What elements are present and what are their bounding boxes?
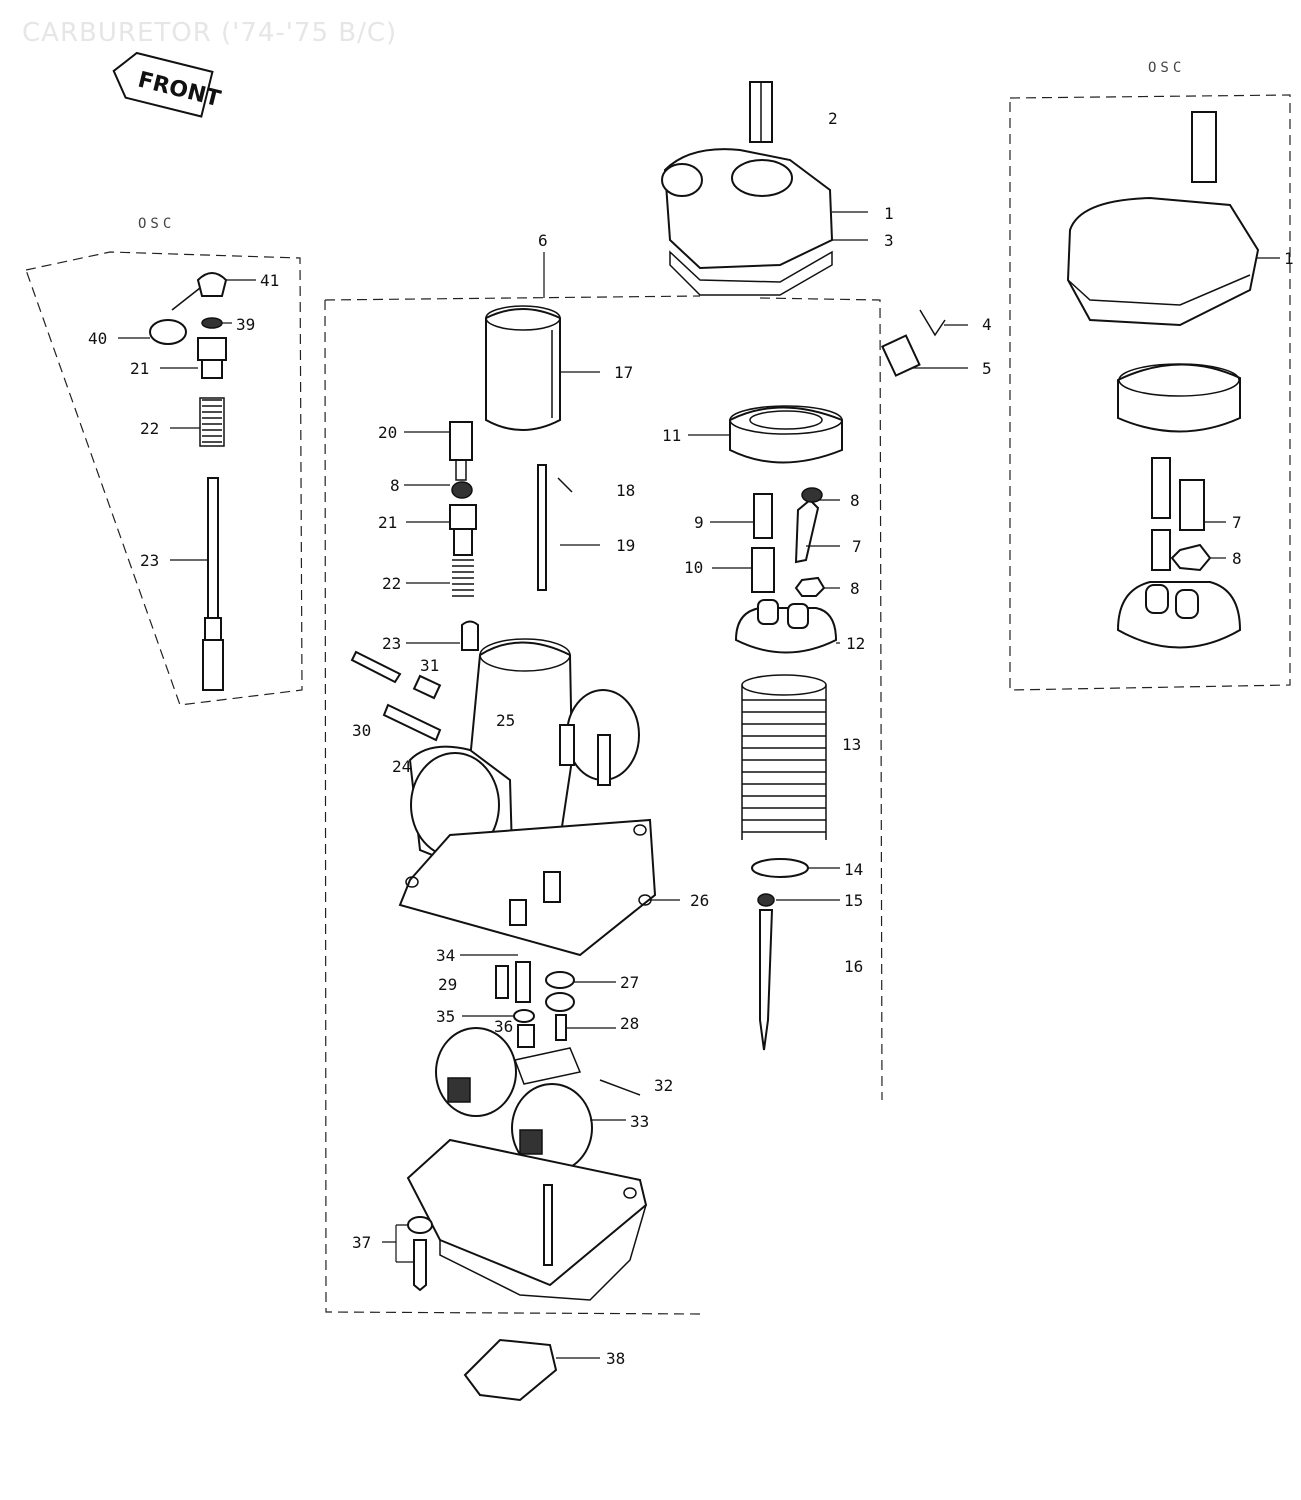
- drain-washer: [407, 1216, 433, 1234]
- right-osc-label: OSC: [1148, 60, 1185, 76]
- right-osc-inset: OSC: [1009, 60, 1291, 691]
- carburetor-body: [398, 638, 657, 957]
- callout-20: 20: [378, 423, 397, 442]
- callout-18: 18: [616, 481, 635, 500]
- clip-ring: [757, 893, 775, 907]
- slide-cylinder: [485, 305, 561, 431]
- left-osc-inset: OSC: [25, 216, 303, 706]
- callout-6: 6: [538, 231, 548, 250]
- top-cover-assembly: [661, 81, 834, 296]
- callout-16: 16: [844, 957, 863, 976]
- callout-2: 2: [828, 109, 838, 128]
- callout-17: 17: [614, 363, 633, 382]
- front-arrow-badge: FRONT: [112, 51, 223, 118]
- callout-35: 35: [436, 1007, 455, 1026]
- callout-38: 38: [606, 1349, 625, 1368]
- left-callout-22: 22: [140, 419, 159, 438]
- callout-13: 13: [842, 735, 861, 754]
- drain-screw: [413, 1239, 427, 1292]
- choke-plunger-group: [751, 487, 826, 597]
- guide-pin: [537, 464, 573, 591]
- callout-36: 36: [494, 1017, 513, 1036]
- right-callout-7: 7: [1232, 513, 1242, 532]
- seat-washer: [751, 858, 809, 878]
- callout-8-right: 8: [850, 491, 860, 510]
- bolt-30: [382, 703, 442, 742]
- callout-21: 21: [378, 513, 397, 532]
- callout-12: 12: [846, 634, 865, 653]
- callout-23: 23: [382, 634, 401, 653]
- clip: [919, 309, 946, 337]
- plunger-cap: [734, 599, 838, 654]
- callout-22: 22: [382, 574, 401, 593]
- callout-9: 9: [694, 513, 704, 532]
- callout-34: 34: [436, 946, 455, 965]
- callout-24: 24: [392, 757, 411, 776]
- callout-11: 11: [662, 426, 681, 445]
- callout-29: 29: [438, 975, 457, 994]
- throttle-stop-screw: [461, 620, 479, 651]
- callout-3: 3: [884, 231, 894, 250]
- callout-25: 25: [496, 711, 515, 730]
- callout-14: 14: [844, 860, 863, 879]
- right-callout-8: 8: [1232, 549, 1242, 568]
- callout-8-upper: 8: [390, 476, 400, 495]
- callout-27: 27: [620, 973, 639, 992]
- spring-cap: [881, 334, 921, 377]
- leader-lines: [118, 211, 1280, 1359]
- callout-26: 26: [690, 891, 709, 910]
- callout-7: 7: [852, 537, 862, 556]
- callout-31: 31: [420, 656, 439, 675]
- diagram-title: CARBURETOR ('74-'75 B/C): [22, 18, 398, 48]
- top-ring: [729, 405, 843, 464]
- left-callout-40: 40: [88, 329, 107, 348]
- callout-4: 4: [982, 315, 992, 334]
- right-callout-1: 1: [1284, 249, 1294, 268]
- left-callout-23: 23: [140, 551, 159, 570]
- left-callout-39: 39: [236, 315, 255, 334]
- float-pair: [435, 1027, 641, 1173]
- left-osc-label: OSC: [138, 216, 175, 232]
- callout-28: 28: [620, 1014, 639, 1033]
- callout-15: 15: [844, 891, 863, 910]
- left-callout-41: 41: [260, 271, 279, 290]
- float-bowl: [406, 1138, 648, 1301]
- callout-5: 5: [982, 359, 992, 378]
- pilot-jet-stack: [449, 421, 477, 597]
- callout-labels: 2 1 3 6 4 5 17 11 20 8 18 8 21 9 19 7 10…: [88, 109, 1294, 1368]
- mounting-bracket: [463, 1338, 558, 1402]
- float-jets-group: [495, 961, 575, 1048]
- jet-needle: [759, 909, 774, 1051]
- spring-small: [412, 674, 442, 700]
- callout-1: 1: [884, 204, 894, 223]
- callout-30: 30: [352, 721, 371, 740]
- callout-32: 32: [654, 1076, 673, 1095]
- callout-8-lower: 8: [850, 579, 860, 598]
- callout-10: 10: [684, 558, 703, 577]
- callout-33: 33: [630, 1112, 649, 1131]
- callout-19: 19: [616, 536, 635, 555]
- main-spring: [741, 674, 827, 840]
- callout-37: 37: [352, 1233, 371, 1252]
- left-callout-21: 21: [130, 359, 149, 378]
- idle-screw: [350, 650, 402, 684]
